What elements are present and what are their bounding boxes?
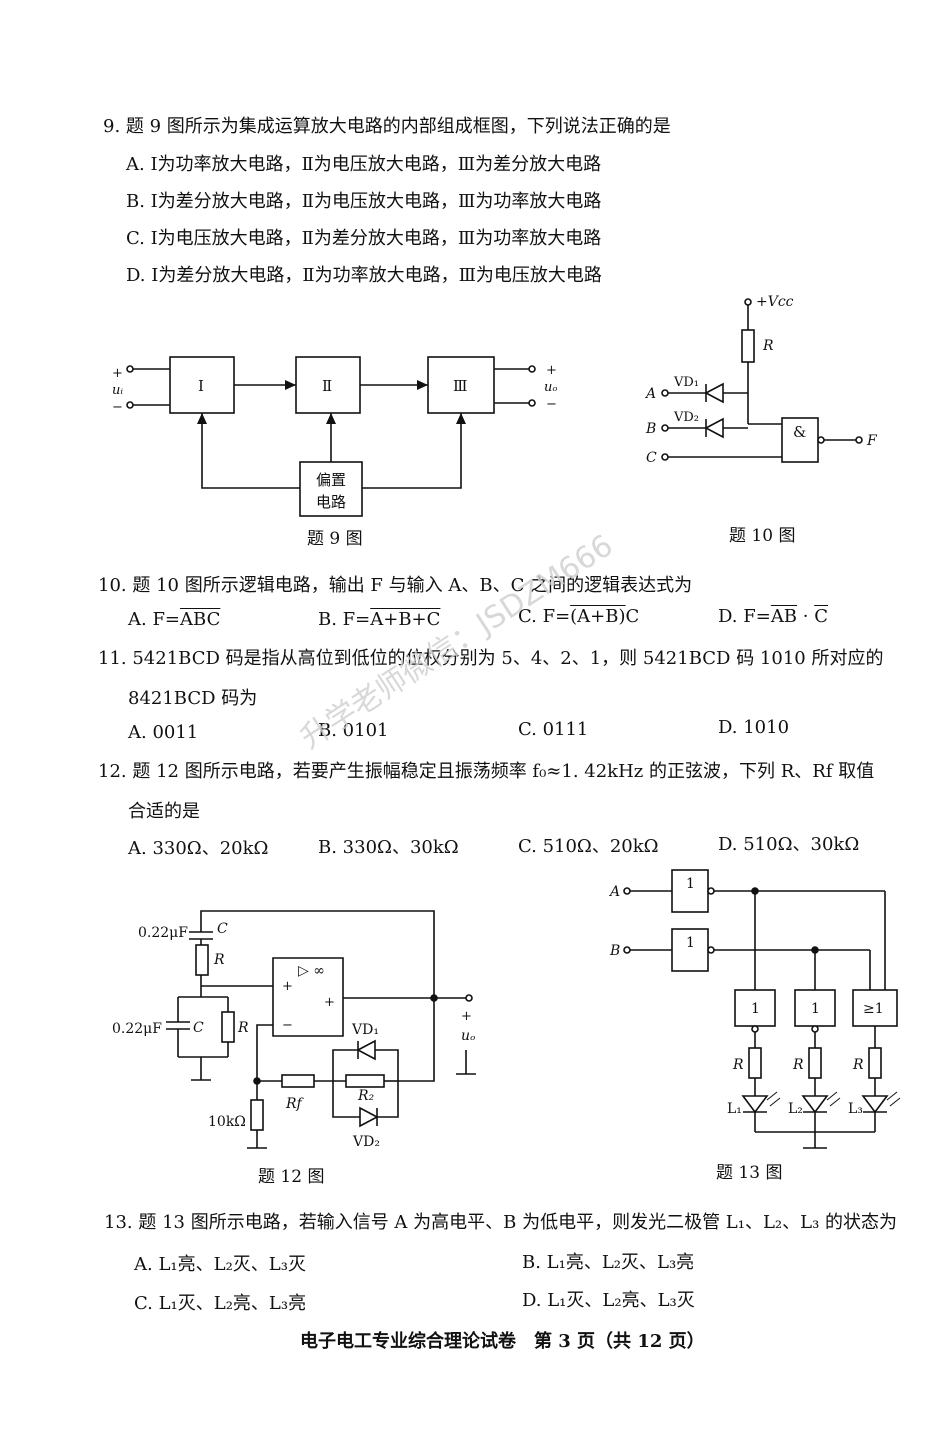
fig13-r1-label: R [732, 1057, 744, 1073]
fig9-input-minus: − [112, 400, 123, 415]
fig9-bias-label-1: 偏置 [316, 471, 346, 489]
fig13-a-label: A [608, 884, 620, 900]
fig12-caption: 题 12 图 [258, 1167, 325, 1187]
fig10-a-label: A [644, 386, 656, 402]
fig9-output-minus: − [546, 397, 557, 412]
q11-option-b: B. 0101 [318, 720, 389, 741]
fig10-f-label: F [866, 433, 878, 449]
fig9-block2-label: Ⅱ [322, 377, 332, 395]
fig12-output-plus: + [461, 1009, 472, 1024]
q12-stem-line1: 12. 题 12 图所示电路，若要产生振幅稳定且振荡频率 f₀≈1. 42kHz… [98, 761, 875, 782]
fig12-r2-resistor-label: R₂ [357, 1088, 375, 1104]
q13-option-c: C. L₁灭、L₂亮、L₃亮 [134, 1293, 307, 1314]
fig9-bias-label-2: 电路 [316, 493, 346, 511]
fig13-r2-label: R [792, 1057, 804, 1073]
q13-option-b: B. L₁亮、L₂灭、L₃亮 [522, 1252, 695, 1273]
fig12-vd1-label: VD₁ [351, 1022, 379, 1038]
fig9-output-plus: + [546, 363, 557, 378]
fig13-caption: 题 13 图 [716, 1163, 783, 1183]
fig9-input-plus: + [112, 366, 123, 381]
page-footer: 电子电工专业综合理论试卷 第 3 页（共 12 页） [300, 1331, 705, 1352]
q9-option-c: C. Ⅰ为电压放大电路，Ⅱ为差分放大电路，Ⅲ为功率放大电路 [126, 228, 602, 249]
q10-option-b: B. F=A+B+C [318, 609, 441, 630]
fig10-logic-circuit [661, 298, 863, 463]
fig10-vcc-label: +Vcc [756, 294, 794, 310]
fig12-c2-value: 0.22μF [112, 1021, 162, 1037]
q12-option-a: A. 330Ω、20kΩ [128, 838, 269, 859]
fig12-opamp-plus: + [282, 979, 293, 994]
fig10-r-label: R [762, 338, 774, 354]
fig13-l3-label: L₃ [848, 1101, 863, 1117]
fig10-and-gate-label: & [793, 423, 806, 441]
fig12-r2-label: R [237, 1020, 249, 1036]
fig13-b-label: B [609, 943, 620, 959]
fig13-gate4-label: 1 [811, 1001, 820, 1017]
fig13-l2-label: L₂ [788, 1101, 803, 1117]
fig13-gate3-label: 1 [751, 1001, 760, 1017]
fig12-opamp-output-plus: + [324, 995, 335, 1010]
fig12-c2-label: C [193, 1020, 204, 1036]
q10-stem: 10. 题 10 图所示逻辑电路，输出 F 与输入 A、B、C 之间的逻辑表达式… [98, 575, 693, 596]
q9-option-b: B. Ⅰ为差分放大电路，Ⅱ为电压放大电路，Ⅲ为功率放大电路 [126, 191, 602, 212]
fig13-led-circuit [623, 869, 901, 1149]
q9-option-a: A. Ⅰ为功率放大电路，Ⅱ为电压放大电路，Ⅲ为差分放大电路 [126, 154, 602, 175]
q10-option-d: D. F=AB · C [718, 606, 828, 627]
fig9-block3-label: Ⅲ [453, 377, 467, 395]
q12-option-b: B. 330Ω、30kΩ [318, 837, 459, 858]
q10-option-c: C. F=(A+B)C [518, 606, 640, 627]
fig12-uo-label: uₒ [461, 1028, 475, 1044]
q13-stem: 13. 题 13 图所示电路，若输入信号 A 为高电平、B 为低电平，则发光二极… [104, 1212, 898, 1233]
fig12-r1-label: R [213, 952, 225, 968]
fig12-vd2-label: VD₂ [352, 1134, 380, 1150]
fig13-gate2-label: 1 [686, 935, 695, 951]
q11-option-a: A. 0011 [128, 722, 199, 743]
fig9-input-ui: uᵢ [112, 383, 123, 398]
fig12-c1-label: C [217, 921, 228, 937]
q11-option-d: D. 1010 [718, 717, 790, 738]
q10-option-a: A. F=ABC [128, 609, 221, 630]
fig10-vd2-label: VD₂ [673, 410, 699, 425]
fig12-c1-value: 0.22μF [138, 925, 188, 941]
fig12-10k-label: 10kΩ [208, 1114, 246, 1130]
q9-stem: 9. 题 9 图所示为集成运算放大电路的内部组成框图，下列说法正确的是 [103, 116, 671, 137]
q11-option-c: C. 0111 [518, 719, 589, 740]
fig13-gate1-label: 1 [686, 876, 695, 892]
fig12-rf-label: Rf [285, 1096, 305, 1112]
fig10-b-label: B [645, 421, 656, 437]
q13-option-a: A. L₁亮、L₂灭、L₃灭 [134, 1254, 306, 1275]
fig10-vd1-label: VD₁ [673, 375, 699, 390]
fig12-opamp-minus: − [282, 1018, 293, 1033]
q12-stem-line2: 合适的是 [128, 801, 200, 822]
q9-option-d: D. Ⅰ为差分放大电路，Ⅱ为功率放大电路，Ⅲ为电压放大电路 [126, 265, 602, 286]
q13-option-d: D. L₁灭、L₂亮、L₃灭 [522, 1290, 695, 1311]
q12-option-d: D. 510Ω、30kΩ [718, 834, 860, 855]
q12-option-c: C. 510Ω、20kΩ [518, 836, 659, 857]
fig10-c-label: C [646, 450, 657, 466]
fig12-oscillator-circuit [166, 910, 476, 1149]
fig12-opamp-symbol: ▷ ∞ [298, 963, 325, 979]
fig9-block1-label: Ⅰ [198, 377, 204, 395]
q11-stem-line2: 8421BCD 码为 [128, 688, 258, 709]
fig9-caption: 题 9 图 [307, 529, 363, 549]
q11-stem-line1: 11. 5421BCD 码是指从高位到低位的位权分别为 5、4、2、1，则 54… [98, 648, 884, 669]
fig13-l1-label: L₁ [727, 1101, 742, 1117]
fig10-caption: 题 10 图 [729, 526, 796, 546]
fig9-output-uo: uₒ [544, 380, 557, 395]
fig13-gate5-label: ≥1 [863, 1001, 884, 1017]
fig13-r3-label: R [852, 1057, 864, 1073]
